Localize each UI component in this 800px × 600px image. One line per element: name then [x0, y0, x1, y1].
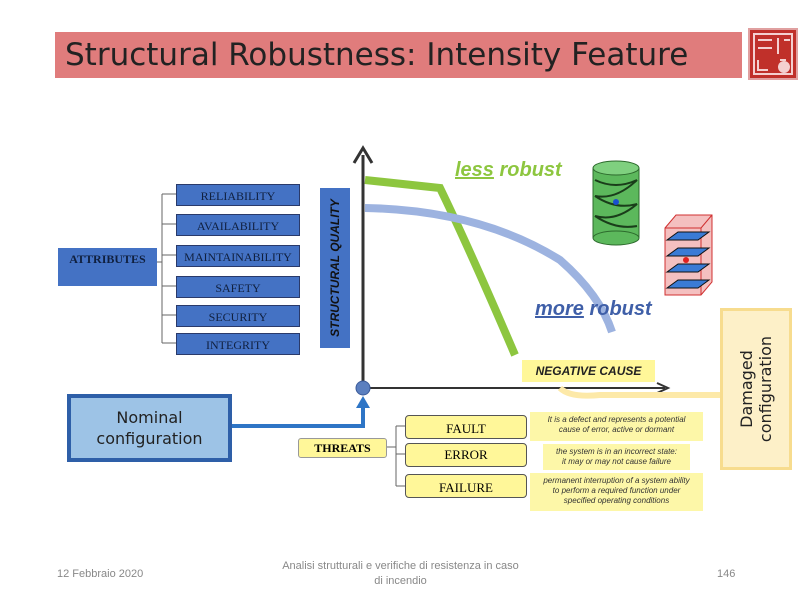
threat-failure: FAILURE	[405, 474, 527, 498]
attribute-security: SECURITY	[176, 305, 300, 327]
damaged-configuration-label: Damaged configuration	[737, 335, 775, 443]
page-number: 146	[717, 568, 736, 580]
cylinder-icon	[592, 160, 640, 246]
failure-description: permanent interruption of a system abili…	[530, 473, 703, 511]
slide-title: Structural Robustness: Intensity Feature	[55, 32, 742, 78]
attributes-node: ATTRIBUTES	[58, 248, 157, 286]
nominal-configuration-label: Nominal configuration	[96, 408, 203, 448]
damaged-configuration-box: Damaged configuration	[720, 308, 792, 470]
footer-title: Analisi strutturali e verifiche di resis…	[282, 560, 519, 587]
attribute-integrity: INTEGRITY	[176, 333, 300, 355]
attribute-tree-lines	[157, 193, 176, 344]
threats-node: THREATS	[298, 438, 387, 458]
y-axis-label: STRUCTURAL QUALITY	[328, 199, 342, 337]
robust-word: robust	[583, 298, 652, 320]
fault-description: It is a defect and represents a potentia…	[530, 412, 703, 441]
less-robust-curve	[364, 176, 519, 357]
seal-logo	[748, 28, 798, 80]
threat-fault: FAULT	[405, 415, 527, 439]
x-axis-arrow	[656, 382, 671, 394]
y-axis-label-box: STRUCTURAL QUALITY	[320, 188, 350, 348]
less-robust-label: less robust	[455, 159, 562, 182]
attribute-maintainability: MAINTAINABILITY	[176, 245, 300, 267]
x-axis-label: NEGATIVE CAUSE	[522, 360, 655, 382]
attribute-availability: AVAILABILITY	[176, 214, 300, 236]
cube-icon	[664, 214, 713, 296]
threat-error: ERROR	[405, 443, 527, 467]
y-axis-arrow	[352, 145, 374, 164]
damage-arrow	[557, 385, 720, 399]
more-robust-label: more robust	[535, 298, 652, 321]
robust-word: robust	[493, 159, 562, 181]
nominal-arrowhead	[356, 396, 370, 408]
attributes-label: ATTRIBUTES	[69, 252, 146, 266]
attribute-reliability: RELIABILITY	[176, 184, 300, 206]
attribute-safety: SAFETY	[176, 276, 300, 298]
nominal-configuration-box: Nominal configuration	[67, 394, 232, 462]
footer-date: 12 Febbraio 2020	[57, 568, 144, 580]
error-description: the system is in an incorrect state: it …	[543, 444, 690, 470]
threat-tree-lines	[385, 425, 405, 487]
nominal-arrow	[232, 405, 365, 428]
more-robust-curve	[364, 204, 616, 334]
origin-dot	[355, 380, 371, 396]
more-word: more	[535, 298, 584, 320]
less-word: less	[455, 159, 494, 181]
